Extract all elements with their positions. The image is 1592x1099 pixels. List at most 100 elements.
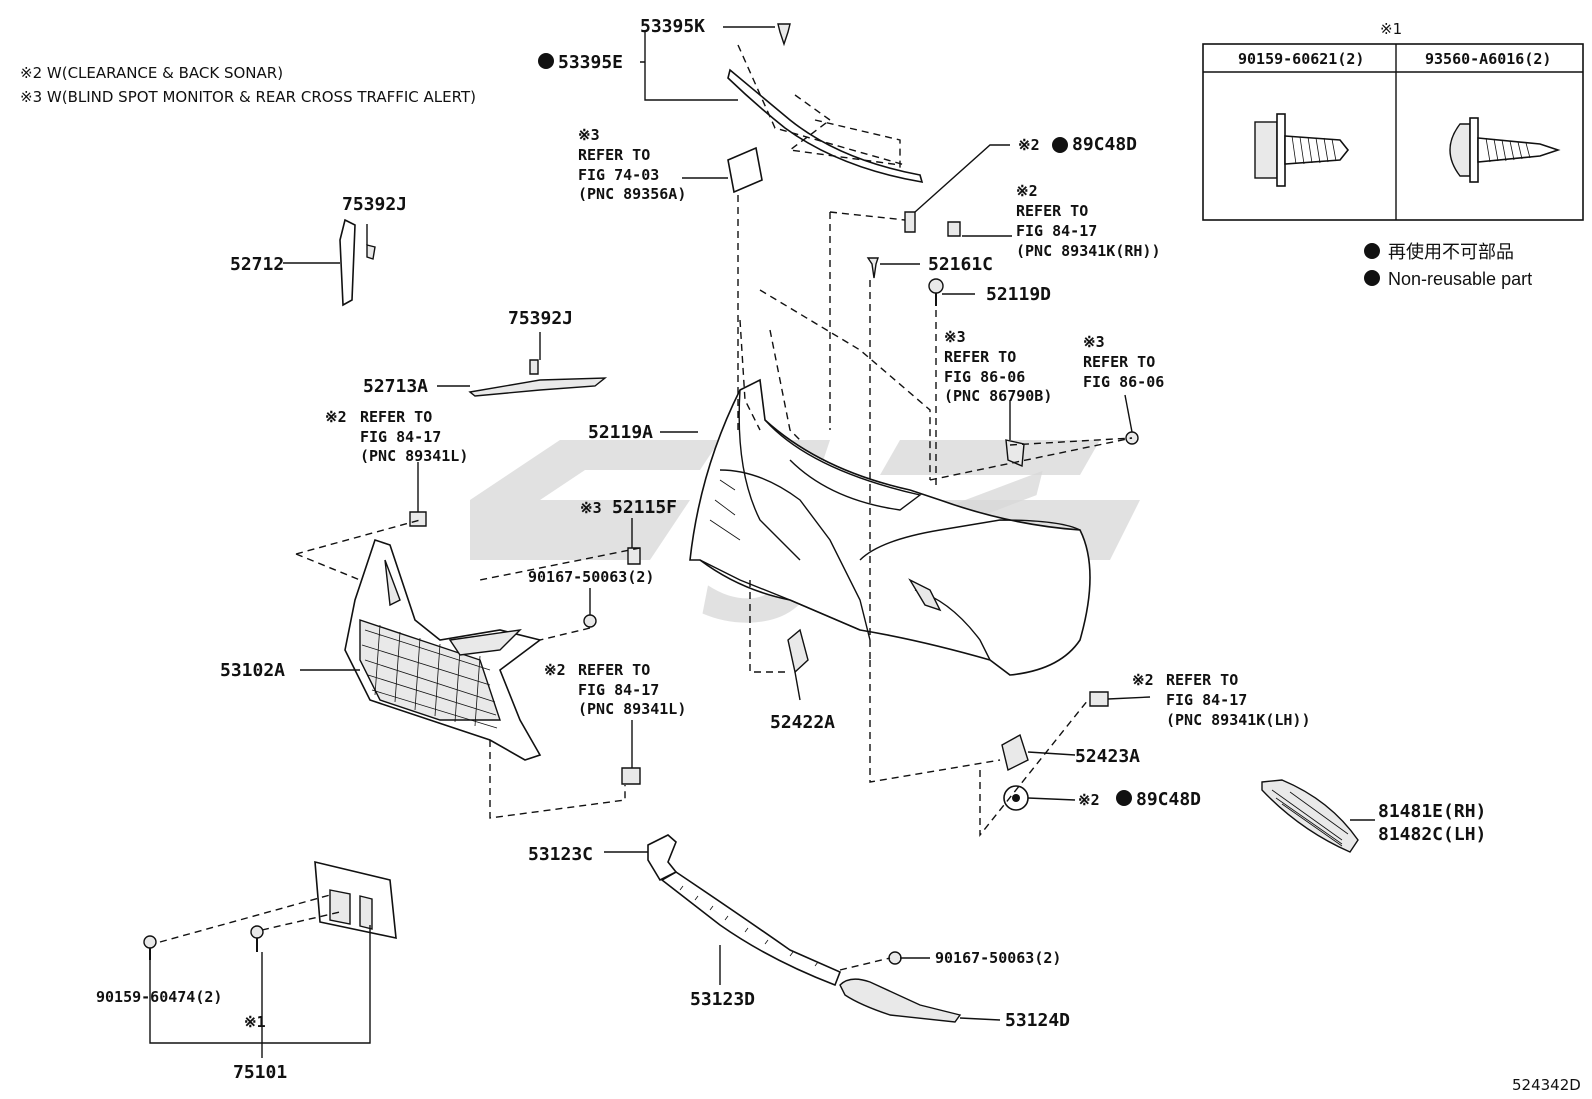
ref7-line1: REFER TO [1166,671,1238,689]
label-52119A: 52119A [588,422,653,443]
ref4-line2: FIG 86-06 [1083,373,1164,391]
retainer-52115F [627,547,641,565]
label-90167-50063-upper: 90167-50063(2) [528,568,654,586]
label-89C48D-top: 89C48D [1072,134,1137,155]
ref1-line1: REFER TO [578,146,650,164]
note-blind-spot: ※3 W(BLIND SPOT MONITOR & REAR CROSS TRA… [20,88,476,106]
note-clearance-sonar: ※2 W(CLEARANCE & BACK SONAR) [20,64,283,82]
label-52712: 52712 [230,254,284,275]
non-reusable-dot-icon [1364,270,1380,286]
label-53123D: 53123D [690,989,755,1010]
label-81481E-RH: 81481E(RH) [1378,801,1486,822]
license-bracket-75101 [314,860,397,940]
assembly-dashed-lines [159,44,1133,971]
ref2-line1: REFER TO [1016,202,1088,220]
fastener-table-mark: ※1 [1380,20,1402,38]
screw-52119D [928,278,944,306]
ref4-mark: ※3 [1083,333,1105,351]
label-53124D: 53124D [1005,1010,1070,1031]
label-75101: 75101 [233,1062,287,1083]
label-81482C-LH: 81482C(LH) [1378,824,1486,845]
legend-english: Non-reusable part [1388,269,1532,289]
ref5-line3: (PNC 89341L) [360,447,468,465]
label-89C48D-top-mark: ※2 [1018,136,1040,154]
ref7-mark: ※2 [1132,671,1154,689]
non-reusable-dot-icon [1116,790,1132,806]
ref5-mark: ※2 [325,408,347,426]
ref6-line2: FIG 84-17 [578,681,659,699]
fog-cover-81481E [1261,779,1359,853]
non-reusable-dot-icon [1364,243,1380,259]
lower-spoiler-53123D [660,871,842,987]
radiator-grille-53102A [344,538,542,761]
ref6-line3: (PNC 89341L) [578,700,686,718]
fastener-table: ※1 90159-60621(2) 93560-A6016(2) [1202,20,1584,221]
label-75392J-lower: 75392J [508,308,573,329]
upper-strip-53395E [727,23,924,184]
ref4-line1: REFER TO [1083,353,1155,371]
bolt-90159-60474 [143,935,157,960]
ref1-line3: (PNC 89356A) [578,185,686,203]
label-52423A: 52423A [1075,746,1140,767]
radar-86790B [1005,439,1025,468]
label-52713A: 52713A [363,376,428,397]
label-52115F: 52115F [612,497,677,518]
ref6-line1: REFER TO [578,661,650,679]
sensor-89341K-LH [1089,691,1109,707]
ref2-mark: ※2 [1016,182,1038,200]
side-bracket-52712 [339,218,376,307]
fastener-col2-label: 93560-A6016(2) [1425,50,1551,68]
ref2-line2: FIG 84-17 [1016,222,1097,240]
leader-lines [149,26,1375,1058]
bracket-53123C [647,834,678,882]
sensor-holder-52423A [1001,733,1029,772]
label-89C48D-bottom-mark: ※2 [1078,791,1100,809]
label-75101-mark: ※1 [244,1013,266,1031]
tapping-screw-icon [1449,117,1561,183]
legend: 再使用不可部品 Non-reusable part [1364,242,1532,289]
label-90167-50063-lower: 90167-50063(2) [935,949,1061,967]
label-52115F-mark: ※3 [580,499,602,517]
label-53395K: 53395K [640,16,705,37]
sensor-89341L-left [409,511,427,527]
clip-89C48D-top [904,211,961,237]
ref3-line3: (PNC 86790B) [944,387,1052,405]
ref3-mark: ※3 [944,328,966,346]
sensor-89341L-lower [621,767,641,785]
legend-japanese: 再使用不可部品 [1388,242,1514,262]
ref7-line3: (PNC 89341K(LH)) [1166,711,1311,729]
hex-bolt-icon [1254,113,1350,187]
ref3-line1: REFER TO [944,348,1016,366]
non-reusable-dot-icon [538,53,554,69]
ref5-line1: REFER TO [360,408,432,426]
non-reusable-dot-icon [1052,137,1068,153]
sensor-holder-52422A [787,628,809,674]
ref5-line2: FIG 84-17 [360,428,441,446]
ref1-mark: ※3 [578,126,600,144]
fastener-col1-label: 90159-60621(2) [1238,50,1364,68]
figure-id: 524342D [1512,1076,1581,1094]
lower-trim-53124D [839,978,962,1023]
clip-90167-50063-upper [583,614,597,628]
label-75392J-upper: 75392J [342,194,407,215]
label-89C48D-bottom: 89C48D [1136,789,1201,810]
clip-90167-50063-lower [888,951,902,965]
label-52422A: 52422A [770,712,835,733]
ref6-mark: ※2 [544,661,566,679]
ref2-line3: (PNC 89341K(RH)) [1016,242,1161,260]
label-53102A: 53102A [220,660,285,681]
ref1-line2: FIG 74-03 [578,166,659,184]
trim-strip-52713A [468,359,608,397]
bolt-90159-60621 [250,925,264,952]
ref7-line2: FIG 84-17 [1166,691,1247,709]
screw-52161C [866,257,879,279]
label-90159-60474: 90159-60474(2) [96,988,222,1006]
bumper-cover-52119A [689,378,1091,676]
cover-89356A [727,146,763,194]
label-52119D: 52119D [986,284,1051,305]
label-52161C: 52161C [928,254,993,275]
label-53395E: 53395E [558,52,623,73]
label-53123C: 53123C [528,844,593,865]
ref3-line2: FIG 86-06 [944,368,1025,386]
